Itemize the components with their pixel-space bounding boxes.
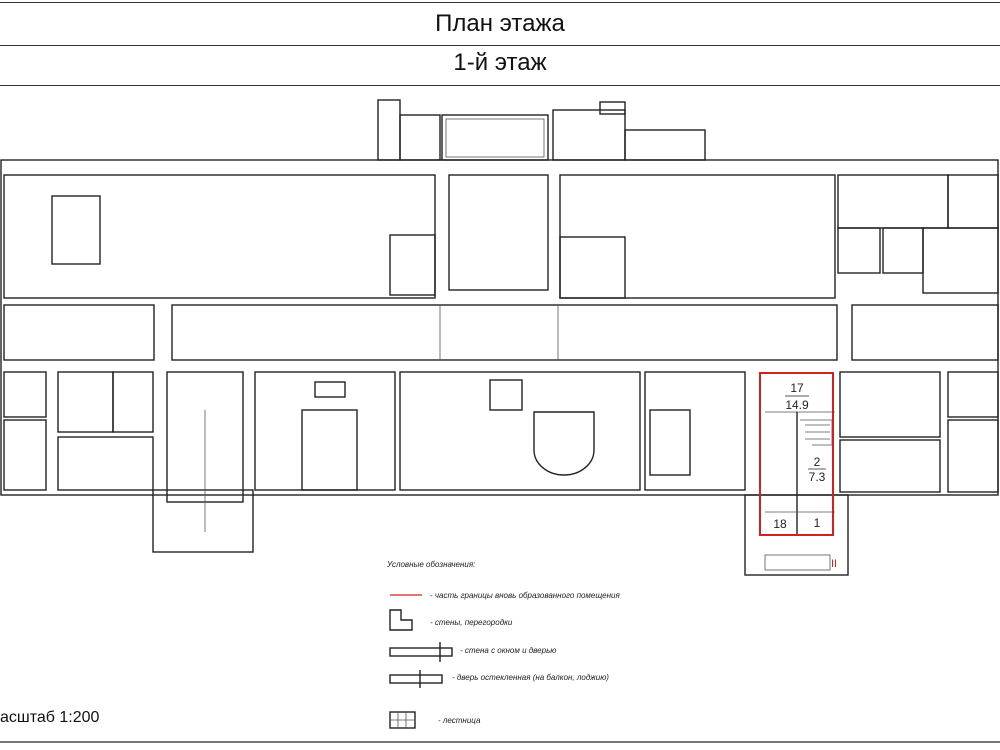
legend-item-glazed-door: - дверь остекленная (на балкон, лоджию) bbox=[452, 673, 609, 682]
legend-item-walls: - стены, перегородки bbox=[430, 618, 513, 627]
legend-title: Условные обозначения: bbox=[387, 560, 476, 569]
scale-label: асштаб 1:200 bbox=[0, 709, 100, 726]
room-1-number: 1 bbox=[814, 516, 821, 530]
outer-walls bbox=[0, 159, 999, 576]
header-border-top bbox=[0, 2, 1000, 3]
entrance-mark: II bbox=[831, 558, 837, 570]
legend-item-boundary: - часть границы вновь образованного поме… bbox=[430, 591, 620, 600]
corridor bbox=[3, 304, 999, 361]
new-room-boundary bbox=[759, 372, 834, 536]
bottom-border bbox=[0, 741, 1000, 743]
legend-item-window-door: - стена с окном и дверью bbox=[460, 646, 557, 655]
annex-top bbox=[377, 99, 706, 161]
room-2-number: 2 bbox=[814, 455, 821, 469]
legend-symbols bbox=[389, 594, 453, 729]
room-2-area: 7.3 bbox=[809, 470, 826, 484]
header-divider bbox=[0, 45, 1000, 46]
rooms-top-row bbox=[3, 174, 999, 299]
legend-wall-icon bbox=[389, 609, 413, 631]
legend-window-door-icon bbox=[389, 647, 453, 657]
floor-subtitle: 1-й этаж bbox=[453, 49, 547, 76]
room-17-area: 14.9 bbox=[785, 398, 809, 412]
rooms-bottom-row bbox=[3, 371, 999, 532]
legend-glazed-door-icon bbox=[389, 674, 443, 684]
room-18-number: 18 bbox=[773, 517, 787, 531]
legend-item-stairs: - лестница bbox=[438, 716, 481, 725]
plan-title: План этажа bbox=[435, 10, 565, 37]
header-border-bottom bbox=[0, 85, 1000, 86]
room-17-number: 17 bbox=[790, 381, 804, 395]
